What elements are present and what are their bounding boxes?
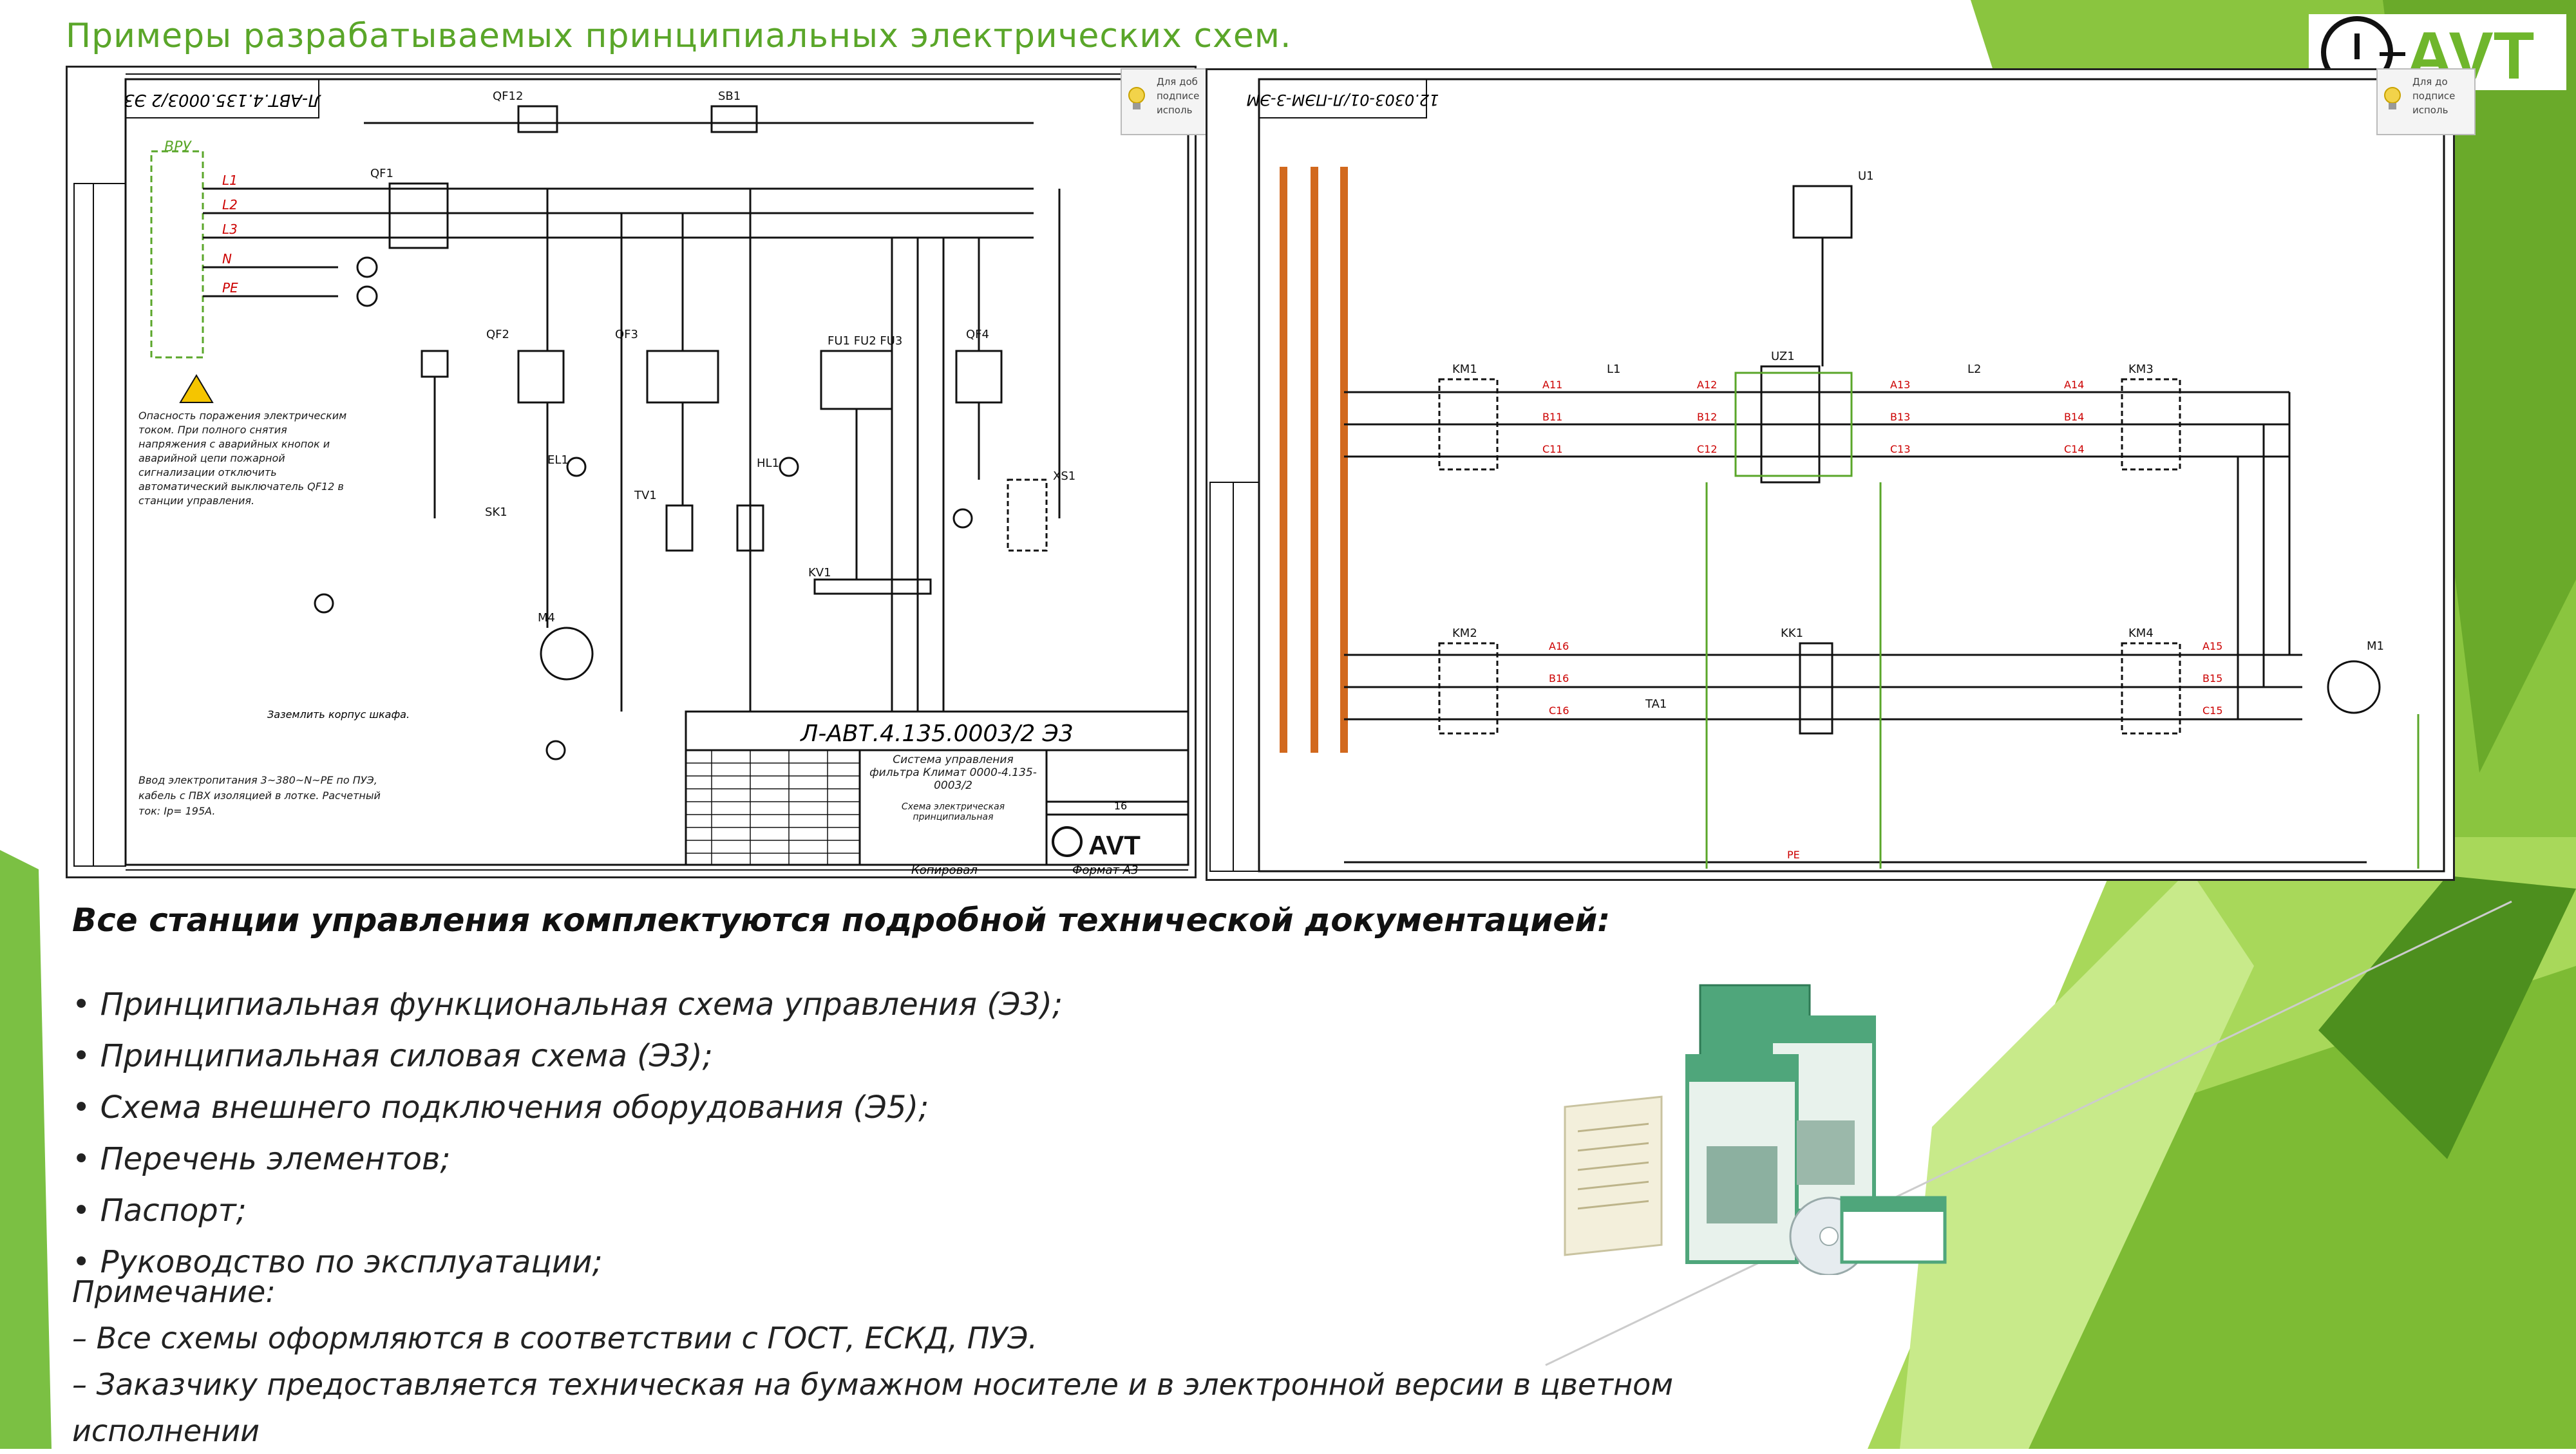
note-line: – Все схемы оформляются в соответствии с… — [72, 1321, 1038, 1355]
svg-text:L1: L1 — [222, 173, 238, 188]
svg-text:EL1: EL1 — [547, 453, 569, 467]
svg-text:KM3: KM3 — [2128, 363, 2154, 376]
hint-card-right[interactable]: Для до подписе исполь — [2376, 68, 2476, 135]
svg-text:N: N — [222, 251, 232, 267]
svg-text:A15: A15 — [2202, 640, 2222, 652]
sheet-title: Схема электрическая принципиальная — [901, 802, 1005, 822]
svg-text:KM2: KM2 — [1452, 627, 1477, 640]
svg-text:L3: L3 — [222, 222, 238, 237]
svg-text:C14: C14 — [2064, 443, 2085, 455]
svg-text:QF2: QF2 — [486, 328, 509, 341]
svg-text:A11: A11 — [1542, 379, 1562, 391]
svg-text:C16: C16 — [1549, 704, 1569, 717]
svg-text:TV1: TV1 — [634, 489, 657, 502]
stamp-code-rotated: Л-АВТ.4.135.0003/2 Э3 — [124, 90, 321, 109]
svg-text:A12: A12 — [1697, 379, 1717, 391]
schematic-right-drawing: 12.0303-01/Л-ПЭМ-3-ЭМ — [1209, 78, 2445, 873]
ground-note: Заземлить корпус шкафа. — [267, 708, 410, 721]
svg-text:L2: L2 — [222, 197, 238, 212]
list-item: • Паспорт; — [72, 1193, 247, 1229]
list-item: • Принципиальная силовая схема (Э3); — [72, 1038, 713, 1074]
svg-text:M1: M1 — [2367, 639, 2384, 653]
doc-code: Л-АВТ.4.135.0003/2 Э3 — [799, 721, 1073, 747]
svg-text:M4: M4 — [538, 611, 555, 625]
svg-text:B15: B15 — [2202, 672, 2222, 685]
svg-text:QF4: QF4 — [966, 328, 989, 341]
list-item: • Перечень элементов; — [72, 1141, 451, 1177]
svg-text:SB1: SB1 — [718, 90, 741, 103]
svg-text:A13: A13 — [1890, 379, 1910, 391]
svg-text:FU1 FU2 FU3: FU1 FU2 FU3 — [828, 334, 902, 348]
svg-text:UZ1: UZ1 — [1771, 350, 1795, 363]
svg-text:L2: L2 — [1967, 363, 1981, 376]
hint-left-text: Для доб подписе исполь — [1157, 76, 1200, 116]
hint-right-text: Для до подписе исполь — [2412, 76, 2456, 116]
hint-card-left[interactable]: Для доб подписе исполь — [1121, 68, 1220, 135]
format-label: Формат A3 — [1072, 864, 1139, 876]
svg-text:L1: L1 — [1607, 363, 1620, 376]
lightbulb-icon — [1128, 87, 1145, 109]
svg-text:QF1: QF1 — [370, 167, 393, 180]
input-note: Ввод электропитания 3~380~N~PE по ПУЭ, к… — [138, 774, 381, 817]
input-label: ВРУ — [164, 139, 192, 155]
svg-text:C13: C13 — [1890, 443, 1911, 455]
svg-text:SK1: SK1 — [485, 505, 507, 519]
note-title: Примечание: — [72, 1274, 276, 1309]
svg-text:A14: A14 — [2064, 379, 2084, 391]
svg-text:KM1: KM1 — [1452, 363, 1477, 376]
svg-text:B11: B11 — [1542, 411, 1562, 423]
lightbulb-icon — [2384, 87, 2401, 109]
svg-text:C12: C12 — [1697, 443, 1718, 455]
right-doc-code: 12.0303-01/Л-ПЭМ-3-ЭМ — [1246, 91, 1439, 109]
svg-text:B16: B16 — [1549, 672, 1569, 685]
pe-label: PE — [1787, 849, 1800, 861]
documentation-heading: Все станции управления комплектуются под… — [72, 902, 1611, 939]
svg-text:PE: PE — [222, 280, 238, 296]
svg-text:B12: B12 — [1697, 411, 1717, 423]
sheet-logo-text: AVT — [1088, 830, 1141, 860]
svg-text:A16: A16 — [1549, 640, 1569, 652]
svg-text:HL1: HL1 — [757, 457, 779, 470]
page-title: Примеры разрабатываемых принципиальных э… — [66, 17, 1292, 55]
svg-text:U1: U1 — [1858, 169, 1874, 183]
svg-text:QF3: QF3 — [615, 328, 638, 341]
warning-text: Опасность поражения электрическим током.… — [138, 410, 347, 507]
svg-text:XS1: XS1 — [1053, 469, 1075, 483]
svg-text:KM4: KM4 — [2128, 627, 2154, 640]
svg-text:B14: B14 — [2064, 411, 2084, 423]
note-block: Примечание: – Все схемы оформляются в со… — [72, 1269, 1674, 1454]
schematic-right-sheet: 12.0303-01/Л-ПЭМ-3-ЭМ — [1206, 68, 2455, 881]
svg-text:KK1: KK1 — [1781, 627, 1803, 640]
note-line: – Заказчику предоставляется техническая … — [72, 1367, 1674, 1402]
svg-text:C11: C11 — [1542, 443, 1563, 455]
documentation-bundle-image — [1564, 984, 1947, 1275]
documentation-list: • Принципиальная функциональная схема уп… — [72, 979, 1063, 1288]
copied-label: Копировал — [911, 864, 978, 876]
list-item: • Схема внешнего подключения оборудовани… — [72, 1090, 929, 1126]
svg-text:B13: B13 — [1890, 411, 1910, 423]
list-item: • Принципиальная функциональная схема уп… — [72, 987, 1063, 1023]
svg-text:TA1: TA1 — [1645, 697, 1667, 711]
svg-text:KV1: KV1 — [808, 566, 831, 580]
list-item: • Руководство по эксплуатации; — [72, 1244, 603, 1280]
note-line: исполнении — [72, 1413, 260, 1448]
svg-text:QF12: QF12 — [493, 90, 523, 103]
sheets-total: 16 — [1114, 800, 1127, 812]
system-title: Система управления фильтра Климат 0000-4… — [869, 753, 1037, 792]
svg-text:C15: C15 — [2202, 704, 2223, 717]
